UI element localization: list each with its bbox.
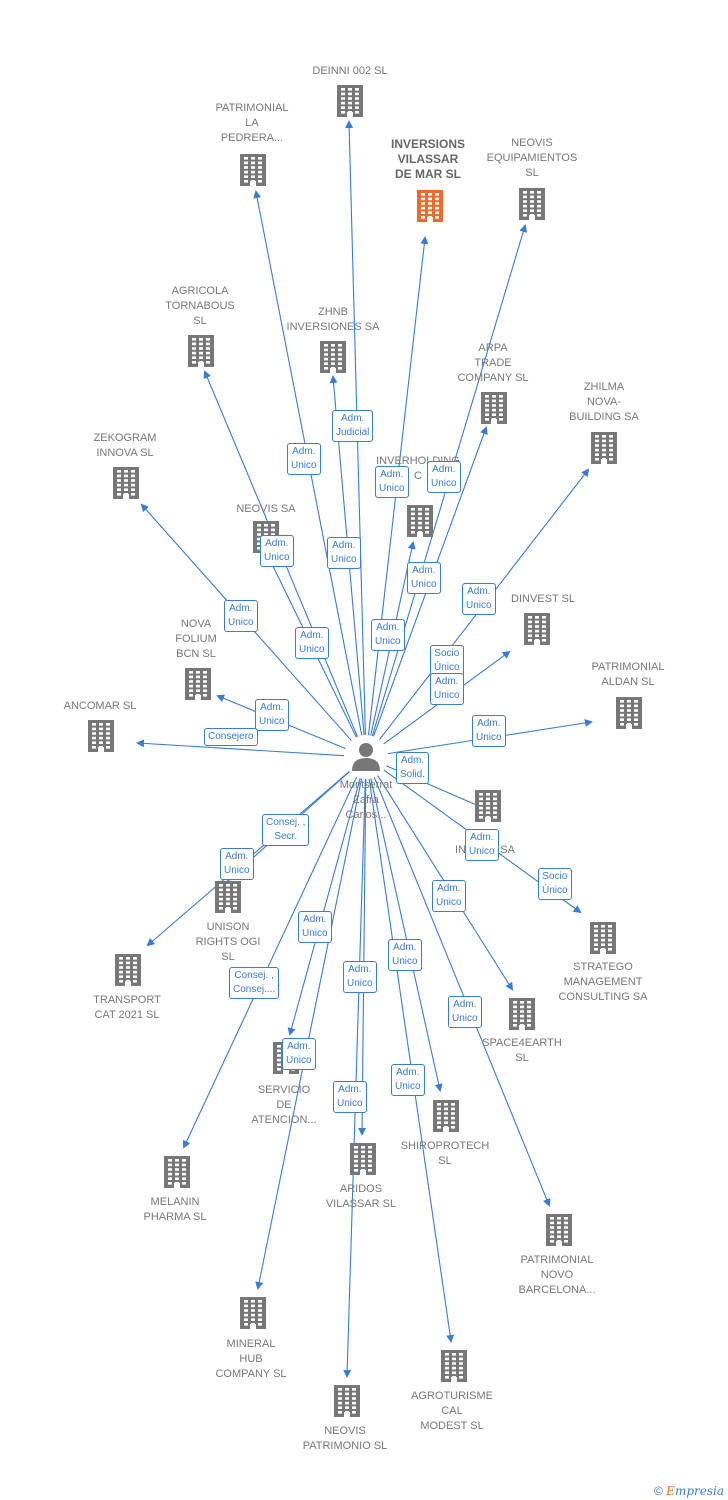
role-tag[interactable]: Adm. Unico (295, 627, 329, 659)
role-tag[interactable]: Adm. Unico (465, 829, 499, 861)
building-icon-mineral[interactable] (240, 1297, 266, 1329)
node-label-melanin[interactable]: MELANIN PHARMA SL (143, 1196, 207, 1223)
node-label-neovis_sa[interactable]: NEOVIS SA (236, 503, 296, 515)
building-icon-deinni[interactable] (337, 85, 363, 117)
role-tag[interactable]: Adm. Unico (260, 535, 294, 567)
node-label-transport[interactable]: TRANSPORT CAT 2021 SL (93, 994, 161, 1021)
node-label-deinni[interactable]: DEINNI 002 SL (312, 65, 388, 77)
building-icon-inversions_vilassar[interactable] (417, 190, 443, 222)
edge-agroturisme (368, 778, 455, 1343)
role-tag[interactable]: Adm. Unico (298, 911, 332, 943)
role-tag[interactable]: Socio Único (538, 868, 572, 900)
building-icon-zhilma[interactable] (591, 432, 617, 464)
copyright-symbol: © (653, 1484, 663, 1498)
building-icon-inver_sa[interactable] (475, 790, 501, 822)
building-icon-strateko[interactable] (590, 922, 616, 954)
node-label-zhnb[interactable]: ZHNB INVERSIONES SA (286, 306, 380, 333)
node-label-zekogram[interactable]: ZEKOGRAM INNOVA SL (93, 432, 157, 459)
role-tag[interactable]: Adm. Unico (472, 715, 506, 747)
edge-mineral (255, 778, 363, 1290)
building-icon-inverholding[interactable] (407, 505, 433, 537)
footer-brand: © Empresia (654, 1484, 724, 1498)
role-tag[interactable]: Socio Único (430, 645, 464, 677)
building-icon-zhnb[interactable] (320, 341, 346, 373)
node-label-neovis_patrimonio[interactable]: NEOVIS PATRIMONIO SL (302, 1425, 388, 1452)
node-label-patrimonial_novo[interactable]: PATRIMONIAL NOVO BARCELONA... (518, 1254, 596, 1296)
building-icon-unison[interactable] (215, 881, 241, 913)
role-tag[interactable]: Adm. Unico (448, 996, 482, 1028)
role-tag[interactable]: Consej. , Consej.... (229, 967, 280, 999)
role-tag[interactable]: Consejero (204, 728, 258, 746)
node-label-patrimonial_pedrera[interactable]: PATRIMONIAL LA PEDRERA... (215, 102, 289, 144)
node-label-zhilma[interactable]: ZHILMA NOVA- BUILDING SA (569, 381, 639, 423)
empresia-logo[interactable]: Empresia (666, 1484, 724, 1498)
node-label-inversions_vilassar[interactable]: INVERSIONS VILASSAR DE MAR SL (390, 137, 465, 181)
role-tag[interactable]: Adm. Unico (407, 562, 441, 594)
role-tag[interactable]: Adm. Unico (371, 619, 405, 651)
edge-aridos (358, 778, 367, 1136)
building-icon-patrimonial_novo[interactable] (546, 1214, 572, 1246)
role-tag[interactable]: Adm. Unico (287, 443, 321, 475)
node-label-nova_folium[interactable]: NOVA FOLIUM BCN SL (175, 618, 217, 660)
building-icon-agricola[interactable] (188, 335, 214, 367)
edge-melanin (182, 776, 358, 1149)
building-icon-zekogram[interactable] (113, 467, 139, 499)
building-icon-neovis_equip[interactable] (519, 188, 545, 220)
building-icon-patrimonial_aldan[interactable] (616, 697, 642, 729)
role-tag[interactable]: Adm. Unico (343, 961, 377, 993)
role-tag[interactable]: Adm. Unico (388, 939, 422, 971)
node-label-agroturisme[interactable]: AGROTURISME CAL MODEST SL (411, 1390, 493, 1432)
role-tag[interactable]: Adm. Unico (255, 699, 289, 731)
role-tag[interactable]: Adm. Unico (224, 600, 258, 632)
edge-ancomar (136, 739, 345, 757)
node-label-agricola[interactable]: AGRICOLA TORNABOUS SL (165, 285, 235, 327)
node-label-space4earth[interactable]: SPACE4EARTH SL (482, 1037, 562, 1064)
role-tag[interactable]: Adm. Unico (432, 880, 466, 912)
node-label-mineral[interactable]: MINERAL HUB COMPANY SL (215, 1338, 287, 1380)
building-icon-melanin[interactable] (164, 1156, 190, 1188)
role-tag[interactable]: Adm. Unico (333, 1081, 367, 1113)
node-label-servicio[interactable]: SERVICIO DE ATENCION... (251, 1084, 317, 1126)
center-person-label[interactable]: Montserrat Zafra Carlos... (339, 779, 393, 821)
node-label-patrimonial_aldan[interactable]: PATRIMONIAL ALDAN SL (591, 661, 665, 688)
role-tag[interactable]: Adm. Unico (391, 1064, 425, 1096)
building-icon-arpa[interactable] (481, 392, 507, 424)
node-label-strateko[interactable]: STRATEGO MANAGEMENT CONSULTING SA (558, 961, 648, 1003)
role-tag[interactable]: Adm. Unico (327, 537, 361, 569)
role-tag[interactable]: Adm. Unico (462, 583, 496, 615)
building-icon-ancomar[interactable] (88, 720, 114, 752)
node-label-unison[interactable]: UNISON RIGHTS OGI SL (195, 921, 261, 963)
role-tag[interactable]: Adm. Unico (427, 461, 461, 493)
building-icon-transport[interactable] (115, 954, 141, 986)
node-label-arpa[interactable]: ARPA TRADE COMPANY SL (457, 342, 529, 384)
role-tag[interactable]: Adm. Judicial (332, 410, 374, 442)
person-icon[interactable] (352, 743, 380, 771)
building-icon-patrimonial_pedrera[interactable] (240, 154, 266, 186)
role-tag[interactable]: Adm. Unico (220, 848, 254, 880)
node-label-ancomar[interactable]: ANCOMAR SL (63, 700, 137, 712)
building-icon-nova_folium[interactable] (185, 668, 211, 700)
edge-patrimonial_novo (373, 777, 551, 1207)
building-icon-aridos[interactable] (350, 1143, 376, 1175)
node-label-dinvest[interactable]: DINVEST SL (511, 593, 575, 605)
building-icon-space4earth[interactable] (509, 998, 535, 1030)
node-label-neovis_equip[interactable]: NEOVIS EQUIPAMIENTOS SL (486, 137, 578, 179)
building-icon-dinvest[interactable] (524, 613, 550, 645)
building-icon-neovis_patrimonio[interactable] (334, 1385, 360, 1417)
role-tag[interactable]: Adm. Unico (282, 1038, 316, 1070)
node-label-aridos[interactable]: ARIDOS VILASSAR SL (325, 1183, 397, 1210)
role-tag[interactable]: Adm. Unico (375, 466, 409, 498)
building-icon-agroturisme[interactable] (441, 1350, 467, 1382)
role-tag[interactable]: Adm. Solid. (396, 752, 430, 784)
edge-shiroprotech (370, 778, 443, 1092)
role-tag[interactable]: Adm. Unico (430, 673, 464, 705)
node-label-shiroprotech[interactable]: SHIROPROTECH SL (400, 1140, 490, 1167)
building-icon-shiroprotech[interactable] (433, 1100, 459, 1132)
edge-servicio (287, 778, 361, 1036)
edge-neovis_patrimonio (343, 778, 366, 1378)
role-tag[interactable]: Consej. , Secr. (262, 814, 310, 846)
